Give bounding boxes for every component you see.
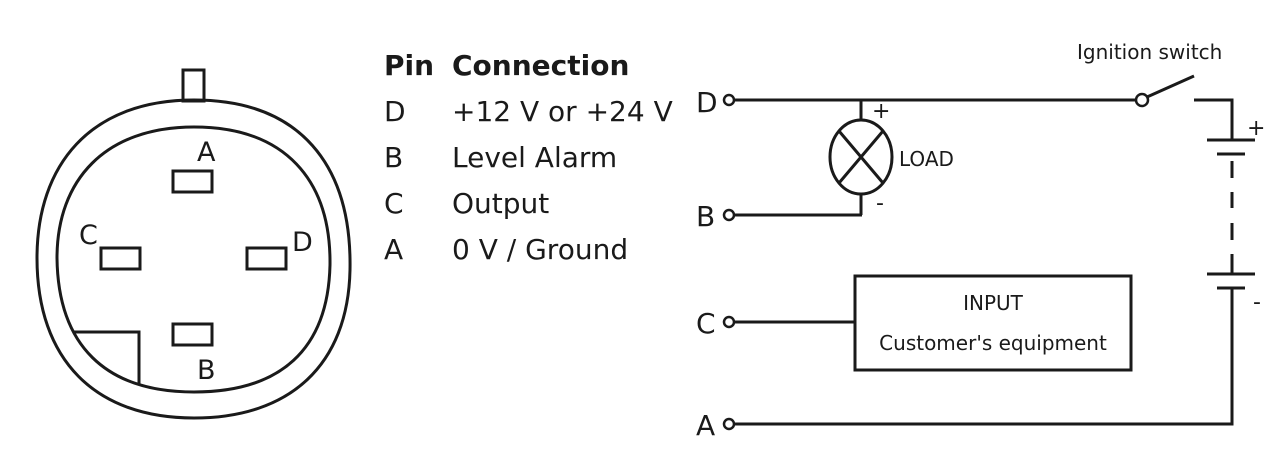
input-box-title: INPUT [963,291,1024,315]
wire-switch-to-battery [1194,98,1234,140]
terminal-d-node [722,93,736,107]
table-row-pin: D [384,95,406,128]
connector-face: A C D B [35,68,352,420]
load-minus-sign: - [876,191,884,216]
pin-b-label: B [197,355,216,386]
table-row-connection: Output [452,187,549,220]
pin-d-label: D [292,227,313,258]
connector-inner-ring [55,125,332,394]
load-plus-sign: + [872,99,890,124]
table-header-connection: Connection [452,49,629,82]
load-label: LOAD [899,147,954,171]
battery-minus-sign: - [1253,290,1261,315]
table-row-connection: 0 V / Ground [452,233,628,266]
pin-b-contact [171,322,214,347]
ignition-switch-pivot [1134,92,1150,108]
lamp-cross-line [837,130,885,184]
table-row-pin: C [384,187,404,220]
pin-c-label: C [79,220,98,251]
pin-a-contact [171,169,214,194]
connector-polarization-key [73,330,141,384]
terminal-d-label: D [696,86,718,119]
wire-battery-ground [734,288,1234,426]
connector-outer-ring [35,98,352,420]
pin-table: Pin Connection D +12 V or +24 V B Level … [384,49,673,266]
circuit-schematic: D + LOAD - B Ignition switch [696,40,1265,442]
table-header-pin: Pin [384,49,434,82]
input-box-subtitle: Customer's equipment [879,331,1107,355]
ignition-switch-label: Ignition switch [1077,40,1222,64]
lamp-symbol [828,118,894,196]
terminal-a-node [722,417,736,431]
pin-c-contact [99,246,142,271]
table-row-connection: Level Alarm [452,141,617,174]
terminal-a-label: A [696,409,715,442]
pin-a-label: A [197,137,216,168]
table-row-pin: A [384,233,403,266]
pin-d-contact [245,246,288,271]
table-row-pin: B [384,141,403,174]
terminal-b-node [722,208,736,222]
ignition-switch-lever [1146,74,1195,99]
terminal-c-node [722,315,736,329]
table-row-connection: +12 V or +24 V [452,95,673,128]
input-equipment-box [853,274,1133,372]
connector-key-tab [181,68,206,103]
battery-plus-sign: + [1247,116,1265,141]
battery-symbol [1207,138,1255,290]
terminal-c-label: C [696,307,716,340]
terminal-b-label: B [696,200,715,233]
